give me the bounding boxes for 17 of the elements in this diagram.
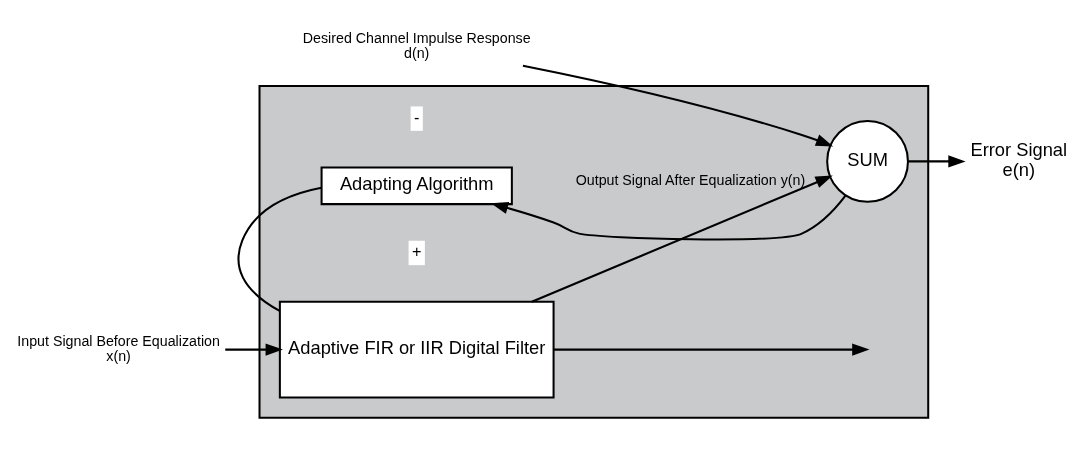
arrow [531, 175, 833, 303]
node-box: Adapting Algorithm [320, 165, 513, 205]
connector [237, 186, 322, 312]
node-text: Error Signal e(n) [970, 138, 1068, 180]
arrow [908, 154, 966, 167]
node-circle: SUM [826, 119, 909, 203]
arrow [225, 343, 283, 356]
node-text: Input Signal Before Equalization x(n) [17, 332, 220, 364]
cluster [258, 84, 930, 419]
edge-label: Output Signal After Equalization y(n) [575, 171, 806, 188]
node-text: Desired Channel Impulse Response d(n) [302, 29, 531, 61]
arrow [490, 194, 847, 240]
node-box: Adaptive FIR or IIR Digital Filter [278, 300, 555, 398]
label: - [414, 107, 420, 126]
arrow [553, 343, 870, 356]
label: + [411, 241, 422, 260]
arrow [522, 64, 834, 146]
